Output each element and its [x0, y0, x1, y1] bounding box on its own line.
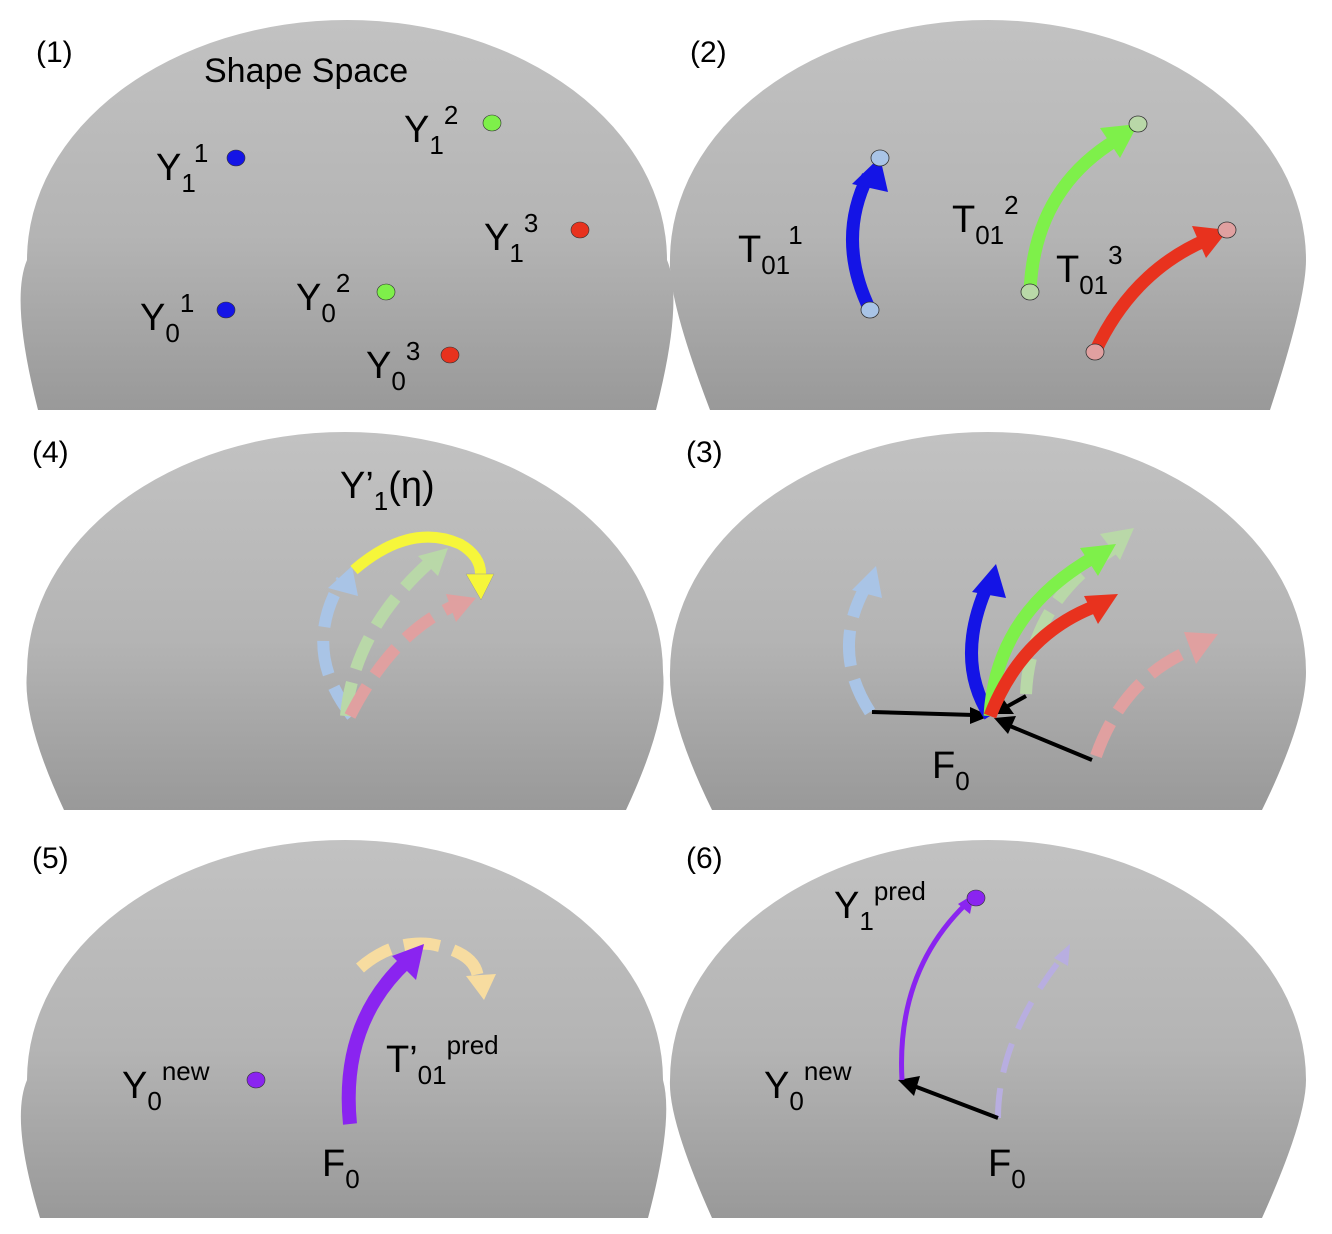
panel-4-dome — [26, 432, 664, 810]
label-y0-3: Y03 — [366, 336, 420, 396]
point-t01-1-end — [870, 149, 890, 167]
label-t01-3: T013 — [1056, 240, 1123, 300]
faded-arrow-blue-head — [328, 566, 358, 596]
point-t01-2-start — [1020, 283, 1040, 301]
point-y0-1 — [216, 301, 236, 319]
panel-1-number: (1) — [36, 36, 73, 69]
point-y0-new — [246, 1071, 266, 1089]
faded-arrow-red — [344, 598, 461, 719]
label-t01-2: T012 — [952, 190, 1019, 250]
point-t01-3-end — [1217, 221, 1237, 239]
faded-arrow-yellow — [356, 937, 484, 980]
label-y1-3: Y13 — [484, 208, 538, 268]
transport-line-red — [1009, 724, 1093, 762]
panel-5-dome — [20, 840, 667, 1218]
label-y1-eta: Y’1(η) — [340, 465, 435, 516]
panel-1-dome — [20, 20, 674, 410]
point-y1-3 — [570, 221, 590, 239]
point-y1-1 — [226, 149, 246, 167]
transport-line-green — [1007, 694, 1027, 708]
transport-line-blue-head — [970, 707, 990, 724]
faded-arrow-blue — [843, 583, 876, 716]
arrow-t01-2-shaft — [1023, 134, 1120, 293]
panel-3-number: (3) — [686, 436, 723, 469]
panel-2-number: (2) — [690, 36, 727, 69]
point-y1-2 — [482, 114, 502, 132]
arrow-y1-pred-shaft — [899, 902, 968, 1081]
faded-arrow-green — [340, 557, 435, 717]
point-t01-2-end — [1128, 115, 1148, 133]
panel-1: (1) Shape Space Y11 Y12 Y13 Y01 Y02 Y03 — [20, 20, 674, 410]
arrow-y1-eta-shaft — [350, 531, 487, 581]
label-f0: F0 — [932, 745, 970, 796]
panel-1-title: Shape Space — [204, 52, 408, 90]
panel-2: (2) T011 T012 T013 — [669, 20, 1306, 410]
panel-6-number: (6) — [686, 842, 723, 875]
label-t01-1: T011 — [738, 220, 803, 280]
arrow-transported-blue-head — [972, 564, 1006, 598]
arrow-t01-pred-shaft — [341, 956, 411, 1125]
transport-line-blue — [871, 710, 975, 717]
arrow-y1-eta-head — [465, 573, 495, 601]
panel-5: (5) Y0new T’01pred F0 — [20, 840, 667, 1218]
faded-arrow-green-head — [1100, 528, 1134, 560]
faded-arrow-blue-head — [852, 566, 882, 598]
faded-arrow-purple — [995, 958, 1063, 1119]
label-f0: F0 — [988, 1143, 1026, 1194]
faded-arrow-red — [1090, 642, 1199, 758]
label-y0-new: Y0new — [764, 1056, 852, 1116]
arrow-t01-1-shaft — [846, 173, 876, 313]
panel-6-dome — [669, 840, 1306, 1218]
transport-line-back-head — [898, 1076, 920, 1096]
arrow-transported-blue — [965, 581, 996, 720]
point-t01-3-start — [1085, 343, 1105, 361]
faded-arrow-purple-head — [1054, 944, 1070, 966]
panel-2-dome — [669, 20, 1306, 410]
arrow-t01-pred-head — [392, 944, 424, 980]
point-y0-2 — [376, 283, 396, 301]
panel-3: (3) F0 — [669, 432, 1306, 810]
transport-line-red-head — [994, 716, 1016, 734]
faded-arrow-red-head — [446, 594, 476, 622]
arrow-t01-3-shaft — [1089, 234, 1209, 355]
faded-arrow-blue — [317, 576, 357, 720]
panel-5-number: (5) — [32, 842, 69, 875]
panel-6: (6) Y1pred Y0new F0 — [669, 840, 1306, 1218]
panel-4-number: (4) — [32, 436, 69, 469]
faded-arrow-yellow-head — [466, 974, 496, 1000]
label-f0: F0 — [322, 1143, 360, 1194]
point-y0-3 — [440, 346, 460, 364]
arrow-transported-green-head — [1080, 544, 1116, 576]
label-y1-pred: Y1pred — [834, 876, 926, 936]
arrow-transported-green — [983, 550, 1100, 717]
point-y1-pred — [966, 889, 986, 907]
panel-4: (4) Y’1(η) — [26, 432, 664, 810]
transport-line-back — [913, 1084, 999, 1120]
arrow-transported-red — [983, 599, 1099, 719]
arrow-t01-2-head — [1100, 124, 1138, 158]
faded-arrow-red-head — [1184, 632, 1218, 664]
label-y0-1: Y01 — [140, 288, 194, 348]
label-y1-1: Y11 — [156, 138, 208, 198]
label-y0-2: Y02 — [296, 268, 350, 328]
label-y0-new: Y0new — [122, 1056, 210, 1116]
label-y1-2: Y12 — [404, 100, 458, 160]
point-t01-1-start — [860, 301, 880, 319]
panel-3-dome — [669, 432, 1306, 810]
label-t01-pred: T’01pred — [386, 1030, 499, 1090]
arrow-transported-red-head — [1084, 594, 1118, 624]
faded-arrow-green-head — [418, 548, 448, 576]
